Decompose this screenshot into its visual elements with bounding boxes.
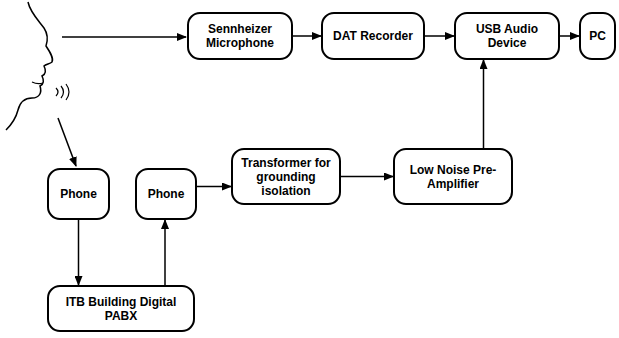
flow-arrow [293,35,321,37]
process-box: Transformer for grounding isolation [231,148,341,205]
flow-arrow [483,60,485,148]
mouth-line [32,82,43,84]
box-label: Phone [148,187,185,201]
box-label: DAT Recorder [333,29,413,43]
speech-arrow [62,36,186,38]
process-box: Sennheizer Microphone [187,12,293,60]
box-label: Transformer for grounding isolation [238,156,334,198]
box-label: Sennheizer Microphone [194,22,286,50]
process-box: USB Audio Device [454,12,560,60]
box-label: PC [589,29,606,43]
flow-arrow [341,176,393,178]
flow-arrow [425,35,454,37]
sound-wave [56,84,69,100]
process-box: DAT Recorder [321,12,425,60]
flow-arrow [164,220,166,285]
process-box: Low Noise Pre-Amplifier [393,148,513,205]
box-label: Phone [60,187,97,201]
box-label: ITB Building Digital PABX [54,295,188,323]
flow-arrow [560,35,579,37]
box-label: Low Noise Pre-Amplifier [400,163,506,191]
flow-arrow [78,220,80,285]
face-profile [6,2,53,130]
speech-arrow [58,118,76,166]
process-box: PC [579,12,616,60]
flow-arrow [197,186,231,188]
box-label: USB Audio Device [461,22,553,50]
process-box: Phone [135,168,197,220]
process-box: Phone [47,168,110,220]
process-box: ITB Building Digital PABX [47,285,195,332]
